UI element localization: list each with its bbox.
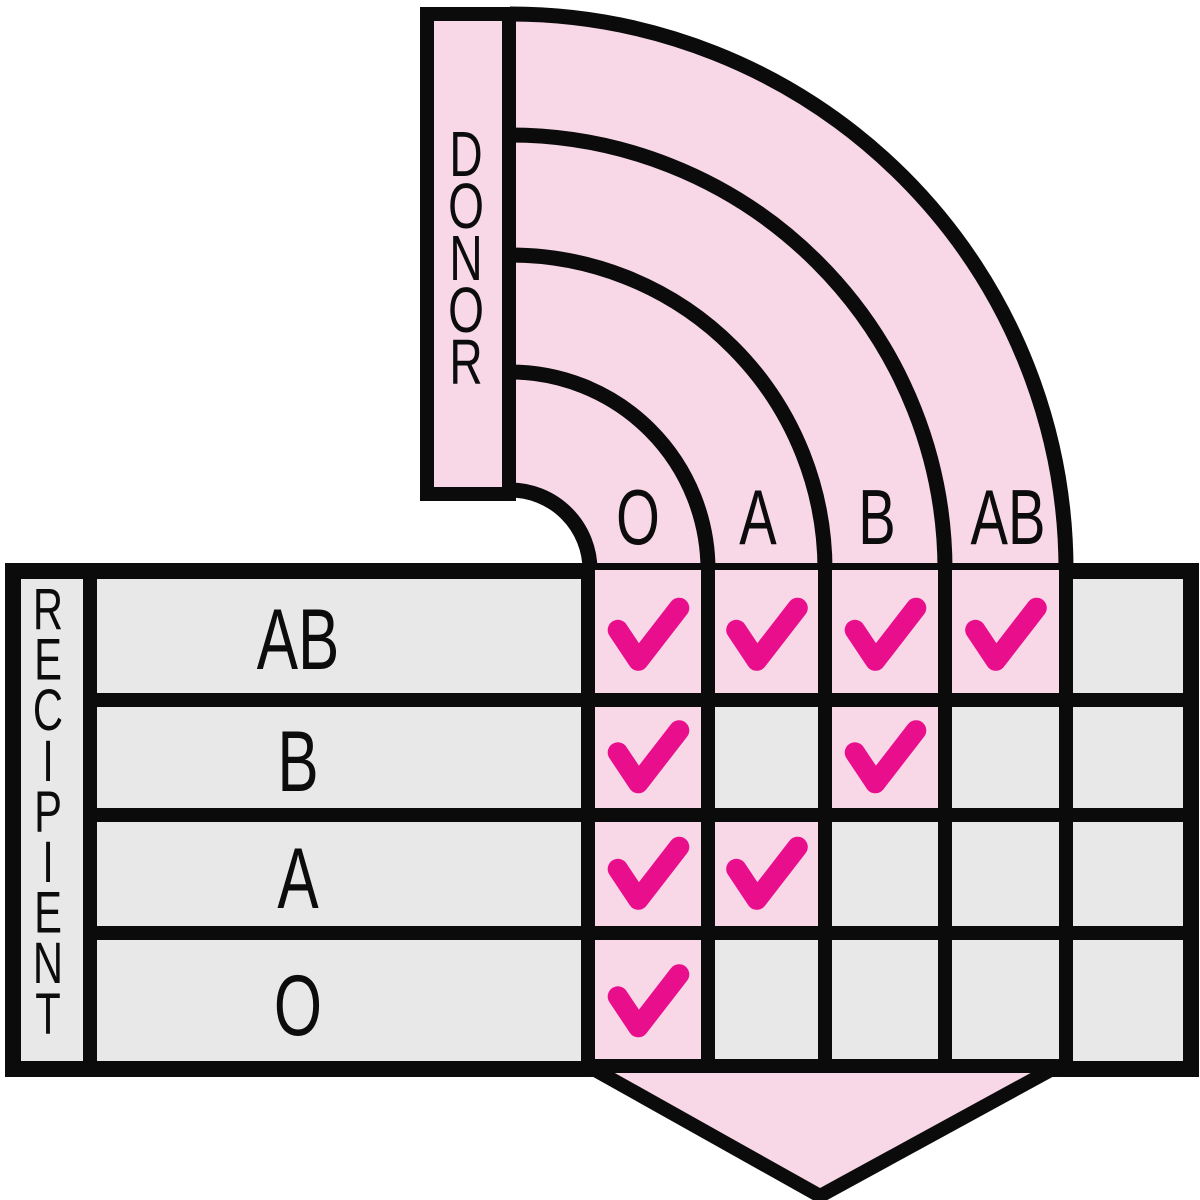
svg-text:E: E <box>34 880 62 945</box>
svg-text:E: E <box>34 627 62 692</box>
vertical-letter: E <box>34 880 62 945</box>
svg-text:C: C <box>33 677 63 742</box>
donor-header-o: O <box>616 474 660 561</box>
svg-text:R: R <box>449 327 482 398</box>
donor-column-headers: O A B AB <box>616 474 1045 561</box>
vertical-letter: C <box>33 677 63 742</box>
donor-header-ab: AB <box>971 474 1046 561</box>
svg-text:N: N <box>449 223 482 294</box>
fan-arcs <box>509 6 1074 571</box>
vertical-letter: I <box>42 728 54 793</box>
vertical-letter: N <box>449 223 482 294</box>
table-grid-lines <box>83 570 1192 1070</box>
band-separator-arc-o-a <box>509 364 716 571</box>
vertical-letter: O <box>448 275 484 346</box>
svg-text:I: I <box>42 728 54 793</box>
vertical-letter: D <box>449 119 482 190</box>
compatible-cells-layer <box>588 570 1066 1070</box>
vertical-letter: N <box>33 930 63 995</box>
band-separator-arc-b-ab <box>509 127 953 571</box>
svg-text:P: P <box>34 779 62 844</box>
recipient-row-label-b: B <box>277 713 318 809</box>
svg-text:T: T <box>35 981 61 1046</box>
fan-outer-arc <box>509 6 1074 571</box>
vertical-letter: O <box>448 171 484 242</box>
vertical-letter: R <box>449 327 482 398</box>
svg-text:I: I <box>42 829 54 894</box>
svg-text:D: D <box>449 119 482 190</box>
recipient-row-labels: AB B A O <box>257 591 340 1053</box>
recipient-row-label-o: O <box>274 957 322 1053</box>
vertical-letter: E <box>34 627 62 692</box>
vertical-letter: R <box>33 576 63 641</box>
recipient-row-label-a: A <box>277 830 318 926</box>
vertical-letter: T <box>35 981 61 1046</box>
donor-header-a: A <box>739 474 777 561</box>
recipient-row-label-ab: AB <box>257 591 340 687</box>
svg-text:O: O <box>448 171 484 242</box>
svg-text:N: N <box>33 930 63 995</box>
vertical-letter: P <box>34 779 62 844</box>
svg-text:O: O <box>448 275 484 346</box>
flow-arrow-down-icon <box>581 1059 1065 1200</box>
svg-text:R: R <box>33 576 63 641</box>
band-separator-arc-a-b <box>509 247 833 571</box>
fan-inner-arc <box>509 482 598 571</box>
vertical-letter: I <box>42 829 54 894</box>
donor-header-b: B <box>858 474 895 561</box>
donor-arm <box>420 7 516 501</box>
